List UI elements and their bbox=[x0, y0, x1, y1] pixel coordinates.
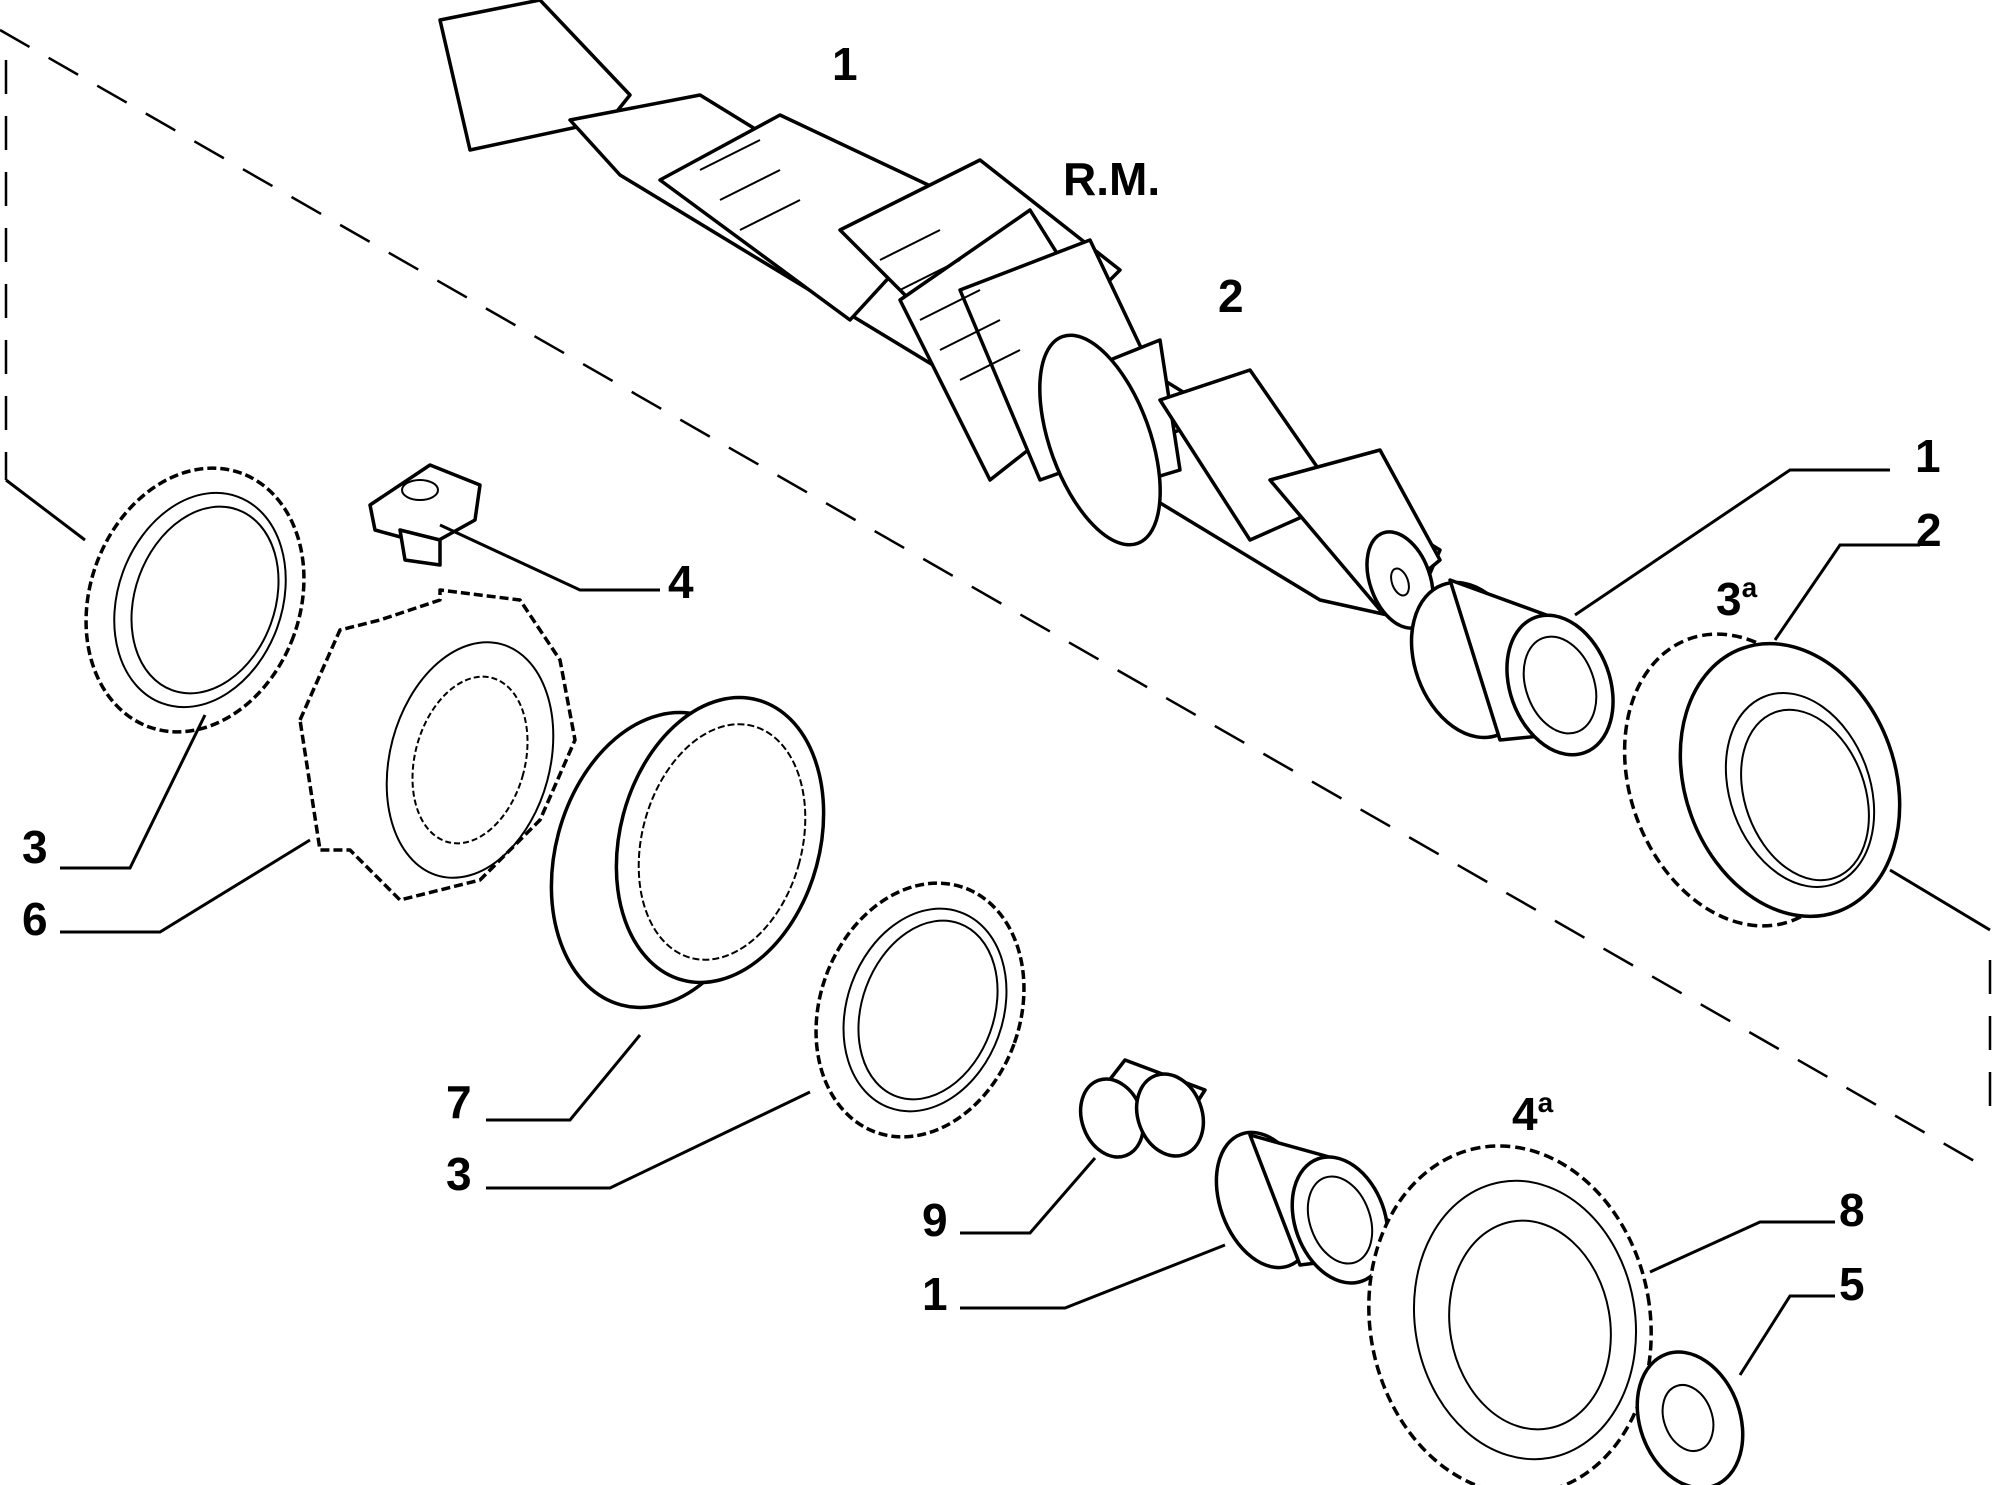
callout-lock-4: 4 bbox=[668, 556, 694, 608]
leader-lines bbox=[60, 468, 1920, 1376]
synchronizer-ring-icon bbox=[84, 466, 306, 734]
synchronizer-hub-icon bbox=[298, 588, 577, 902]
synchronizer-ring-icon bbox=[814, 881, 1026, 1139]
needle-bearing-icon bbox=[1409, 578, 1615, 757]
bushing-icon bbox=[1078, 1058, 1207, 1159]
callout-hub-6: 6 bbox=[22, 893, 48, 945]
callout-ring-mid-3: 3 bbox=[446, 1148, 472, 1200]
gear-3rd-number: 3 bbox=[1716, 573, 1742, 625]
callout-sleeve-7: 7 bbox=[446, 1076, 472, 1128]
thrust-washer-icon bbox=[1635, 1350, 1745, 1485]
gear-3rd-name: 3a bbox=[1716, 572, 1758, 625]
callout-washer-5: 5 bbox=[1839, 1258, 1865, 1310]
part-labels: R.M. 1 2 1 2 3a 4 3 6 7 3 9 1 4a 8 5 bbox=[22, 38, 1942, 1320]
callout-bush-9: 9 bbox=[922, 1194, 948, 1246]
callout-bearing-lower-1: 1 bbox=[922, 1268, 948, 1320]
callout-gear-3rd-2: 2 bbox=[1916, 504, 1942, 556]
callout-shaft-1: 1 bbox=[832, 38, 858, 90]
helical-gear-icon bbox=[1622, 632, 1902, 928]
splined-shaft-icon bbox=[438, 0, 1442, 630]
sync-key-icon bbox=[368, 463, 482, 567]
gear-4th-name: 4a bbox=[1512, 1087, 1554, 1140]
assembly-label: R.M. bbox=[1063, 153, 1160, 205]
gear-4th-sup: a bbox=[1538, 1087, 1554, 1118]
sliding-sleeve-icon bbox=[549, 695, 826, 1010]
gear-4th-number: 4 bbox=[1512, 1088, 1538, 1140]
assembly-axis-lines bbox=[0, 28, 1992, 1172]
callout-shaft-gear-2: 2 bbox=[1218, 270, 1244, 322]
callout-ring-left-3: 3 bbox=[22, 821, 48, 873]
helical-gear-icon bbox=[1367, 1144, 1653, 1485]
callout-gear-4th-8: 8 bbox=[1839, 1184, 1865, 1236]
callout-bearing-upper-1: 1 bbox=[1915, 430, 1941, 482]
needle-bearing-icon bbox=[1214, 1130, 1390, 1285]
gear-3rd-sup: a bbox=[1742, 572, 1758, 603]
